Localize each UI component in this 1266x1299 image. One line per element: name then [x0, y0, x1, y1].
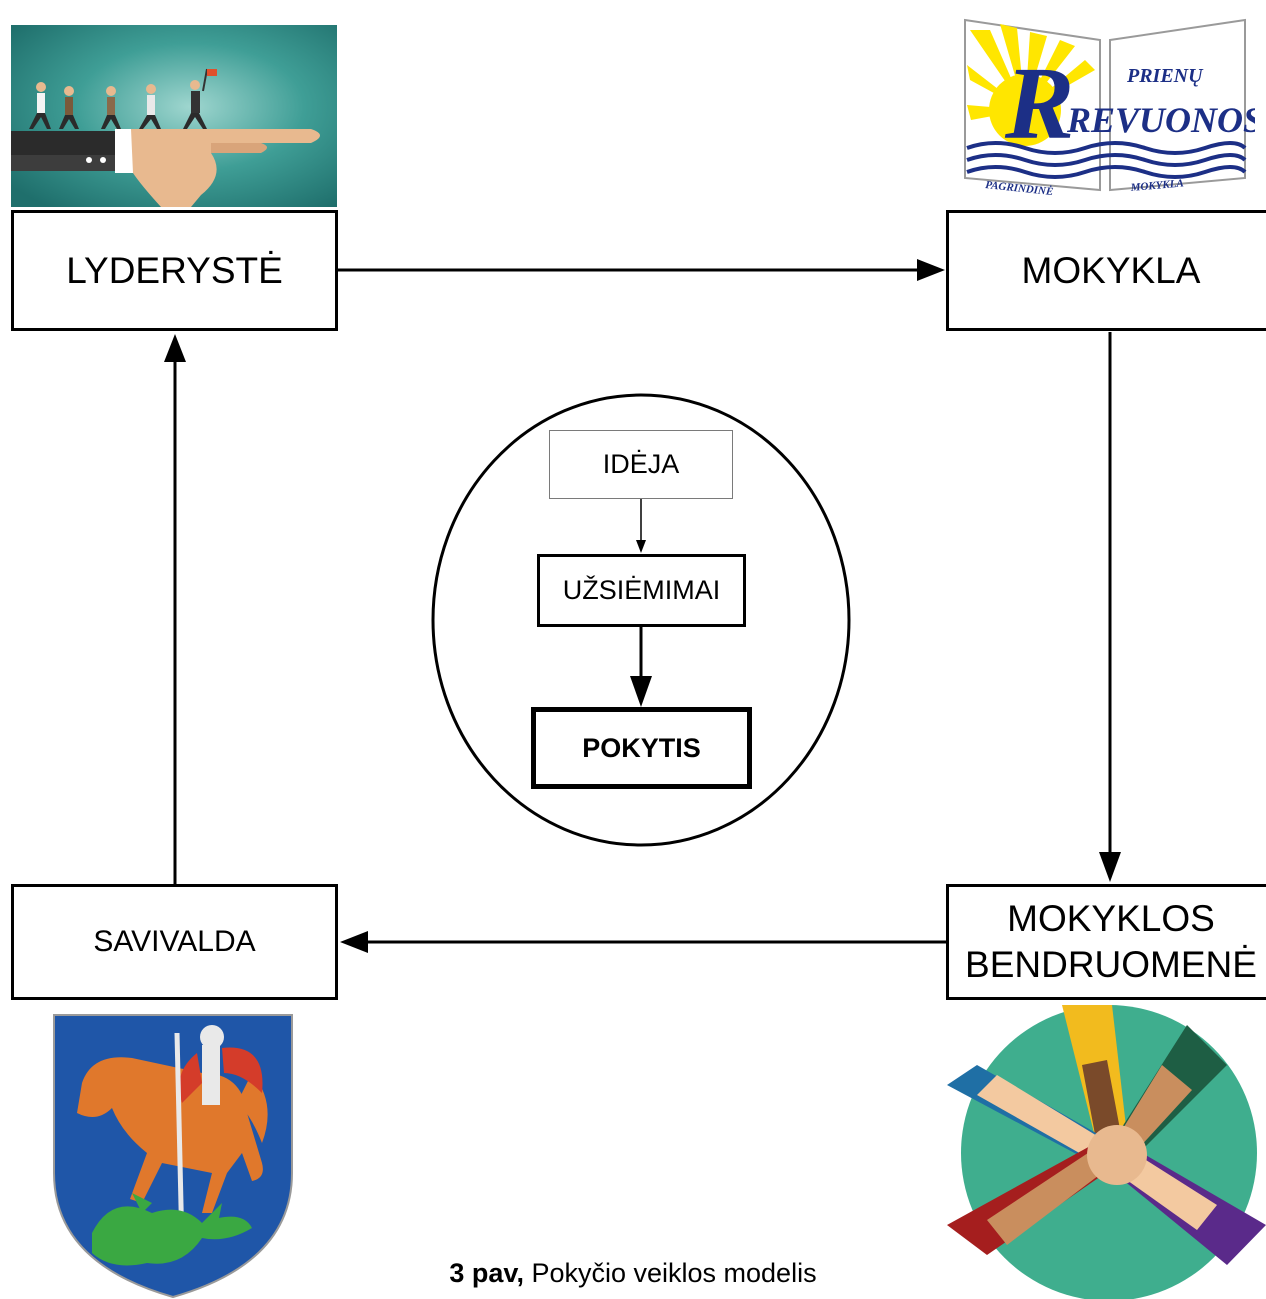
- node-ideja: IDĖJA: [549, 430, 733, 499]
- logo-main-text: REVUONOS: [1066, 100, 1255, 140]
- logo-right-band: MOKYKLA: [1129, 177, 1184, 194]
- node-uzsiemimai: UŽSIĖMIMAI: [537, 554, 746, 627]
- school-logo: R PRIENŲ REVUONOS PAGRINDINĖ MOKYKLA: [964, 18, 1255, 198]
- node-mokykla-label: MOKYKLA: [1021, 249, 1201, 291]
- node-pokytis-label: POKYTIS: [582, 732, 701, 763]
- coat-of-arms: [53, 1014, 293, 1299]
- node-bendruomene-line2: BENDRUOMENĖ: [965, 944, 1257, 985]
- node-savivalda-label: SAVIVALDA: [93, 925, 256, 958]
- central-ellipse: [431, 393, 851, 847]
- hands-illustration: [947, 1005, 1266, 1299]
- node-mokyklos-bendruomene: MOKYKLOS BENDRUOMENĖ: [946, 884, 1266, 1000]
- node-lyderyste: LYDERYSTĖ: [11, 210, 338, 331]
- node-ideja-label: IDĖJA: [602, 449, 680, 479]
- node-uzsiemimai-label: UŽSIĖMIMAI: [562, 575, 721, 605]
- node-pokytis: POKYTIS: [531, 707, 752, 789]
- logo-top-text: PRIENŲ: [1126, 65, 1204, 87]
- svg-text:R: R: [1004, 46, 1074, 161]
- node-mokykla: MOKYKLA: [946, 210, 1266, 331]
- node-lyderyste-label: LYDERYSTĖ: [66, 249, 283, 291]
- caption-text: Pokyčio veiklos modelis: [523, 1258, 817, 1288]
- node-savivalda: SAVIVALDA: [11, 884, 338, 1000]
- figure-caption: 3 pav, Pokyčio veiklos modelis: [0, 1258, 1266, 1289]
- caption-number: 3 pav,: [449, 1258, 524, 1288]
- leadership-illustration: [11, 25, 337, 207]
- node-bendruomene-line1: MOKYKLOS: [1007, 897, 1215, 939]
